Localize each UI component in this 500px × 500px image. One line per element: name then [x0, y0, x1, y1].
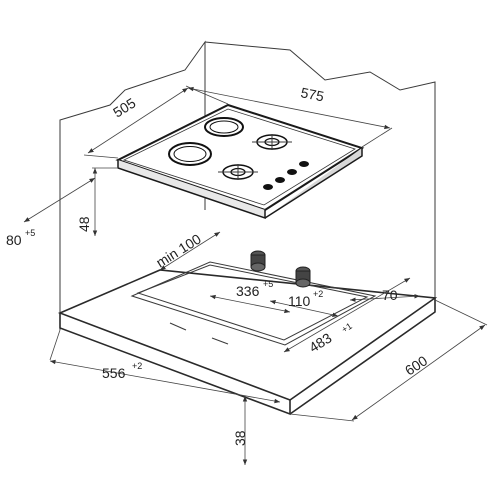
label-rear-offset: 70 — [382, 287, 398, 303]
label-min-clearance: min 100 — [153, 230, 204, 270]
gas-connector-right — [295, 266, 311, 288]
label-front-offset-tol: +5 — [25, 228, 35, 238]
label-hob-height: 48 — [76, 216, 92, 232]
label-counter-thickness: 38 — [232, 430, 248, 446]
cooktop — [115, 103, 365, 220]
label-gap: 110 — [288, 293, 311, 309]
label-cutout-width: 483 — [306, 329, 334, 355]
label-counter-width-tol: +2 — [132, 361, 142, 371]
label-cutout-depth: 336 — [236, 283, 260, 299]
label-gap-tol: +2 — [313, 289, 323, 299]
label-cutout-depth-tol: +5 — [263, 279, 273, 289]
gas-burner-rear — [252, 134, 292, 150]
label-hob-width: 575 — [299, 84, 325, 104]
label-hob-depth: 505 — [110, 94, 138, 120]
label-front-offset: 80 — [6, 232, 22, 248]
gas-connector-left — [250, 250, 266, 272]
label-counter-width: 556 — [102, 365, 126, 381]
label-cutout-width-tol: +1 — [340, 321, 354, 335]
label-counter-depth: 600 — [402, 352, 430, 378]
cutout — [130, 261, 377, 346]
control-knobs — [263, 161, 309, 190]
dimension-lines — [23, 85, 488, 465]
gas-burner-front — [218, 164, 258, 180]
